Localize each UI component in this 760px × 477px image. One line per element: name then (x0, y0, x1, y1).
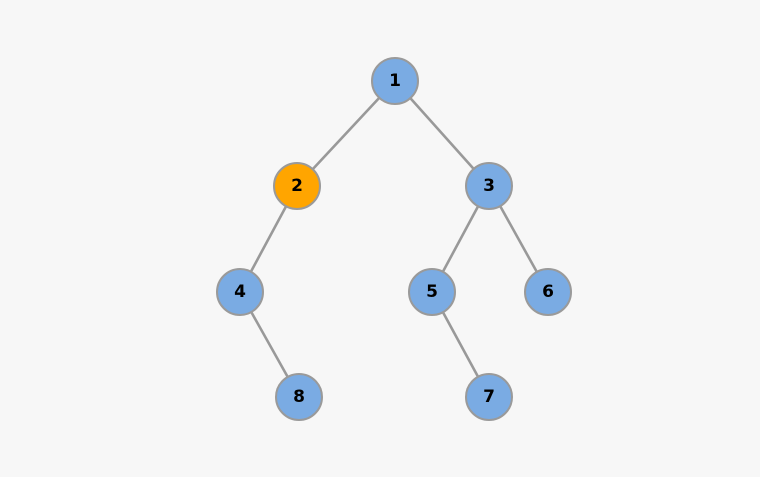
tree-node-8[interactable]: 8 (275, 373, 323, 421)
tree-edge-3-6 (499, 205, 538, 273)
tree-edge-5-7 (442, 311, 479, 378)
tree-node-1[interactable]: 1 (371, 57, 419, 105)
tree-edge-3-5 (442, 205, 479, 273)
tree-node-label: 2 (291, 175, 303, 196)
tree-edge-2-4 (250, 205, 287, 273)
tree-node-label: 5 (426, 281, 438, 302)
tree-edge-4-8 (250, 311, 289, 378)
tree-node-4[interactable]: 4 (216, 268, 264, 316)
tree-node-7[interactable]: 7 (465, 373, 513, 421)
tree-node-label: 1 (389, 70, 401, 91)
tree-node-3[interactable]: 3 (465, 162, 513, 210)
tree-node-label: 3 (483, 175, 495, 196)
tree-node-2[interactable]: 2 (273, 162, 321, 210)
tree-edge-1-3 (409, 97, 475, 170)
tree-edge-1-2 (312, 97, 380, 170)
tree-node-label: 4 (234, 281, 246, 302)
tree-node-label: 6 (542, 281, 554, 302)
tree-node-5[interactable]: 5 (408, 268, 456, 316)
tree-node-label: 7 (483, 386, 495, 407)
tree-node-label: 8 (293, 386, 305, 407)
tree-node-6[interactable]: 6 (524, 268, 572, 316)
